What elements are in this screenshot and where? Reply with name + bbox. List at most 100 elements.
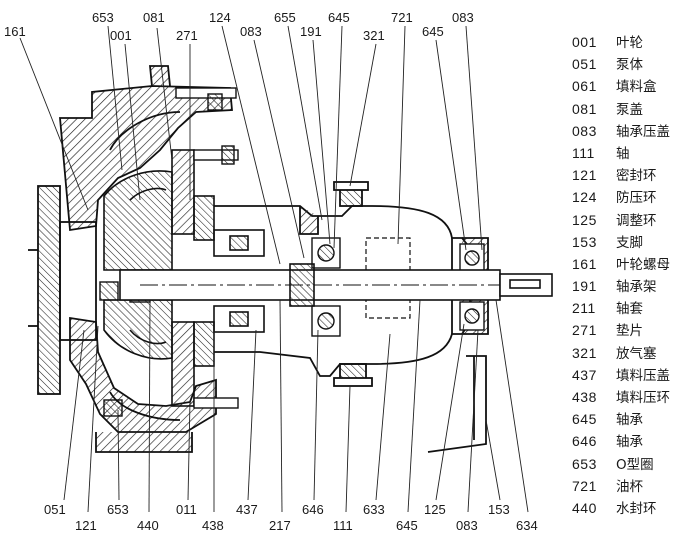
legend-name: 调整环: [616, 212, 657, 229]
parts-legend: 001 叶轮 051 泵体 061 填料盒 081 泵盖 083 轴承压盖 111 轴 12…: [572, 31, 698, 519]
legend-code: 721: [572, 477, 597, 494]
legend-row: 153 支脚: [572, 231, 698, 253]
legend-row: 124 防压环: [572, 186, 698, 208]
callout-bottom: 011: [176, 502, 197, 517]
legend-row: 191 轴承架: [572, 275, 698, 297]
legend-name: 泵体: [616, 57, 643, 74]
callout-bottom: 217: [269, 518, 291, 533]
legend-name: 轴套: [616, 301, 643, 318]
callout-bottom: 438: [202, 518, 224, 533]
legend-code: 271: [572, 322, 597, 339]
callouts-bottom: 051 121 653 440 011 438 437 217 646 111 …: [44, 502, 538, 533]
legend-row: 121 密封环: [572, 164, 698, 186]
legend-name: 叶轮: [616, 35, 643, 51]
callout-bottom: 083: [456, 518, 478, 533]
pump-cover: [171, 149, 265, 407]
legend-code: 211: [572, 300, 596, 317]
legend-code: 081: [572, 100, 597, 117]
legend-code: 001: [572, 34, 597, 50]
legend-code: 653: [572, 455, 597, 472]
callouts-top: 161 653 001 081 271 124 083 655 191 645 …: [4, 10, 474, 43]
legend-code: 051: [572, 56, 597, 73]
legend-name: 叶轮螺母: [616, 256, 670, 273]
legend-code: 083: [572, 122, 597, 139]
legend-row: 721 油杯: [572, 475, 698, 497]
legend-code: 061: [572, 78, 597, 95]
callout-top: 655: [274, 10, 296, 25]
callout-bottom: 653: [107, 502, 129, 517]
callout-bottom: 153: [488, 502, 510, 517]
callout-top: 083: [452, 10, 474, 25]
legend-code: 153: [572, 233, 597, 250]
callout-top: 083: [240, 24, 262, 39]
callout-top: 645: [328, 10, 350, 25]
legend-row: 321 放气塞: [572, 342, 698, 364]
shaft: [119, 263, 553, 307]
legend-row: 653 O型圈: [572, 453, 698, 475]
callout-bottom: 646: [302, 502, 324, 517]
callout-bottom: 633: [363, 502, 385, 517]
legend-code: 125: [572, 211, 597, 228]
legend-code: 645: [572, 411, 597, 428]
leader-lines: [19, 25, 529, 513]
legend-code: 438: [572, 389, 597, 405]
callout-top: 161: [4, 24, 26, 39]
legend-name: 轴承压盖: [616, 123, 670, 140]
legend-code: 646: [572, 433, 597, 450]
legend-name: 填料盒: [616, 79, 657, 96]
bearings: [311, 237, 485, 337]
callout-top: 191: [300, 24, 322, 39]
legend-row: 001 叶轮: [572, 31, 698, 53]
legend-name: 轴承: [616, 412, 643, 429]
legend-name: 油杯: [616, 478, 643, 495]
legend-name: 轴承: [616, 434, 643, 451]
legend-row: 161 叶轮螺母: [572, 253, 698, 275]
legend-row: 211 轴套: [572, 297, 698, 319]
legend-row: 646 轴承: [572, 430, 698, 452]
legend-name: 防压环: [616, 190, 657, 207]
legend-row: 081 泵盖: [572, 98, 698, 120]
legend-code: 191: [572, 278, 597, 295]
callout-top: 124: [209, 10, 231, 25]
legend-code: 124: [572, 189, 597, 206]
legend-name: 水封环: [616, 500, 657, 517]
legend-name: 泵盖: [616, 101, 643, 118]
legend-row: 125 调整环: [572, 209, 698, 231]
pump-cross-section-drawing: 161 653 001 081 271 124 083 655 191 645 …: [4, 10, 553, 533]
legend-name: 填料压盖: [616, 367, 670, 384]
legend-code: 440: [572, 499, 597, 516]
callout-bottom: 645: [396, 518, 418, 533]
legend-name: 放气塞: [616, 345, 657, 362]
legend-row: 645 轴承: [572, 408, 698, 430]
callout-top: 271: [176, 28, 198, 43]
callout-bottom: 437: [236, 502, 258, 517]
legend-code: 161: [572, 255, 597, 272]
callout-top: 653: [92, 10, 114, 25]
legend-name: 轴: [616, 145, 630, 162]
pump-casing: [28, 65, 233, 453]
impeller: [103, 170, 173, 360]
callout-top: 001: [110, 28, 132, 43]
legend-row: 083 轴承压盖: [572, 120, 698, 142]
callout-bottom: 121: [75, 518, 97, 533]
callout-bottom: 051: [44, 502, 66, 517]
callout-bottom: 111: [333, 518, 353, 533]
callout-top: 721: [391, 10, 413, 25]
callout-top: 081: [143, 10, 165, 25]
callout-bottom: 440: [137, 518, 159, 533]
legend-name: O型圈: [616, 456, 654, 473]
legend-name: 填料压环: [616, 390, 670, 406]
legend-code: 111: [572, 144, 595, 161]
legend-row: 051 泵体: [572, 53, 698, 75]
legend-name: 轴承架: [616, 279, 657, 296]
legend-code: 121: [572, 167, 597, 184]
legend-name: 密封环: [616, 168, 657, 185]
legend-code: 437: [572, 366, 597, 383]
callout-bottom: 125: [424, 502, 446, 517]
legend-row: 440 水封环: [572, 497, 698, 519]
callout-bottom: 634: [516, 518, 538, 533]
legend-code: 321: [572, 344, 597, 361]
legend-row: 437 填料压盖: [572, 364, 698, 386]
legend-name: 支脚: [616, 234, 643, 251]
